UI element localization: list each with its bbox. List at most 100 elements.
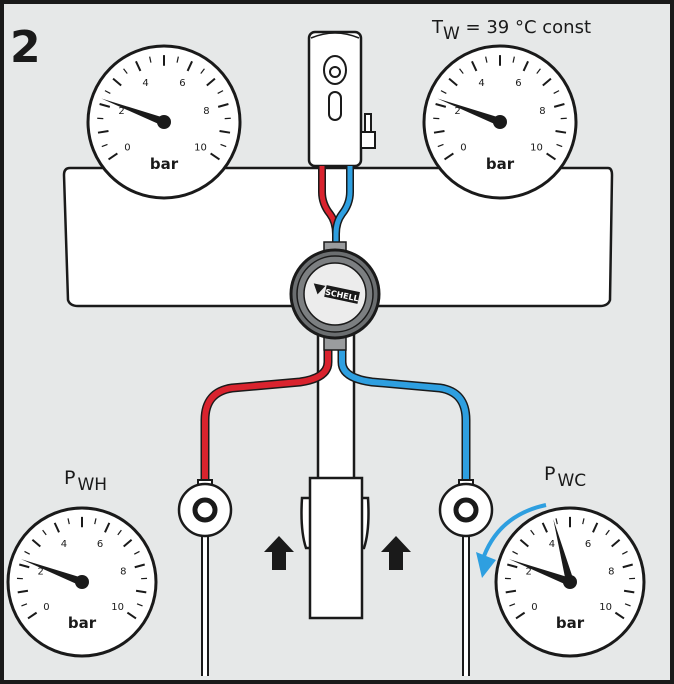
gauge-tick [126,611,137,620]
gauge-tick [107,152,118,161]
gauge-tick [176,56,179,63]
gauge-tick [42,529,47,536]
drain-pipe [300,332,370,620]
gauge-hub [75,575,89,589]
gauge-tick [104,522,111,533]
gauge-tick [27,611,38,620]
up-arrow-icon [381,536,411,570]
gauge-tick [512,56,515,63]
gauge-tick [519,539,529,548]
gauge-tick [522,60,529,72]
gauge-tick [117,529,122,536]
gauge-tick [97,130,109,134]
gauge-tick-label: 0 [460,143,466,154]
gauge-tick [440,90,447,94]
gauge-tick-label: 4 [549,539,555,550]
gauge-hub [157,115,171,129]
gauge-tick [555,518,558,525]
gauge-tick [24,550,31,555]
gauge-tick [624,603,631,607]
gauge-tick [541,522,548,533]
gauge-tick [592,522,599,533]
gauge-tick [507,563,518,569]
gauge-tick [536,68,541,74]
gauge-tick [542,77,552,87]
gauge-tick [611,539,621,548]
gauge-needle-secondary [553,519,574,588]
gauge-tick [220,143,227,148]
gauge-unit: bar [68,614,97,632]
gauge-tick [123,68,128,74]
gauge-tick [186,60,193,72]
gauge-tick [17,589,29,594]
gauge-tick-label: 6 [179,78,185,89]
gauge-tick-label: 0 [43,602,49,613]
gauge-needle [101,98,170,126]
gauge-tick [53,522,60,533]
gauge-tick [459,68,464,74]
gauge-tick [512,550,519,555]
gauge-tick-label: 6 [515,78,521,89]
hot-angle-valve [177,479,233,676]
gauge-tick-label: 10 [599,602,612,613]
gauge-tick [582,518,585,525]
gauge-tick [515,611,526,620]
faucet [307,30,376,168]
gauge-tick [200,68,205,74]
gauge-tick [135,60,142,72]
gauge-tick-label: 8 [608,566,614,577]
gauge-tick [19,563,30,569]
gauge-tick-label: 4 [478,78,484,89]
gauge-tick-label: 10 [194,143,207,154]
gauge-tick [135,589,147,594]
gauge-tick-label: 2 [454,106,460,117]
gauge-needle [509,559,576,586]
rotation-arrow-icon [482,503,547,557]
gauge-tick [134,563,145,569]
gauge-tick [101,143,108,148]
gauge-tick [471,60,478,72]
gauge-tick-label: 8 [120,566,126,577]
gauge-tick [112,77,122,87]
gauge-tick [123,539,133,548]
gauge-tick [605,529,610,536]
gauge-tick [622,563,633,569]
gauge-tick [136,603,143,607]
rotation-arrow-head-icon [476,552,496,578]
gauge-tick-label: 0 [531,602,537,613]
up-arrow-icon [264,536,294,570]
gauge-tick-label: 8 [539,106,545,117]
gauge-tick [443,152,454,161]
cold-angle-valve [438,479,494,676]
gauge-tick [149,56,152,63]
gauge-tick [31,539,41,548]
gauge-tick [448,77,458,87]
gauge-needle [437,98,506,126]
gauge-tick-label: 4 [61,539,67,550]
gauge-hub [563,575,577,589]
gauge-tick [104,90,111,94]
gauge-tick [553,90,560,94]
gauge-tick-label: 8 [203,106,209,117]
gauge-tick [437,143,444,148]
step-number: 2 [10,22,41,73]
gauge-tick-label: 0 [124,143,130,154]
gauge-tick-label: 2 [118,106,124,117]
gauge-tick [623,589,635,594]
gauge-tick [621,550,628,555]
temperature-label: TW = 39 °C const [431,17,591,44]
gauge-tick-label: 10 [111,602,124,613]
gauge-tick [219,130,231,134]
gauge-tick [433,130,445,134]
gauge-tick [553,103,565,108]
gauge-unit: bar [150,155,179,173]
gauge-tick-label: 6 [585,539,591,550]
gauge-tick-label: 10 [530,143,543,154]
gauge-tick [485,56,488,63]
gauge-tick [530,529,535,536]
